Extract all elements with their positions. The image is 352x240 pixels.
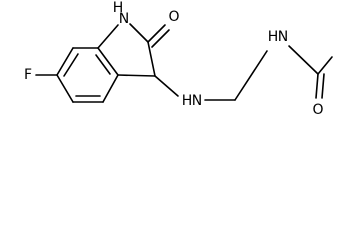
amine-nh-label: H N	[182, 93, 203, 109]
chemical-structure-diagram: H N O F H N H N O	[24, 0, 333, 118]
lactam-oxygen-label: O	[168, 9, 179, 25]
amine-nh-n: N	[192, 93, 202, 109]
amide-nh-h: H	[268, 29, 279, 45]
lactam-ring	[97, 23, 156, 77]
amide-nh-label: H N	[268, 29, 289, 45]
fluorine-label: F	[24, 67, 32, 83]
lactam-carbonyl	[147, 24, 170, 48]
benzene-ring	[56, 47, 119, 103]
ring-nh-n: N	[119, 11, 129, 27]
ring-nh-h: H	[113, 0, 124, 16]
amide-nh-n: N	[278, 29, 288, 45]
side-chain	[154, 45, 333, 101]
amine-nh-h: H	[182, 93, 193, 109]
amide-oxygen-label: O	[312, 102, 323, 118]
ring-nh-label: H N	[113, 0, 130, 27]
